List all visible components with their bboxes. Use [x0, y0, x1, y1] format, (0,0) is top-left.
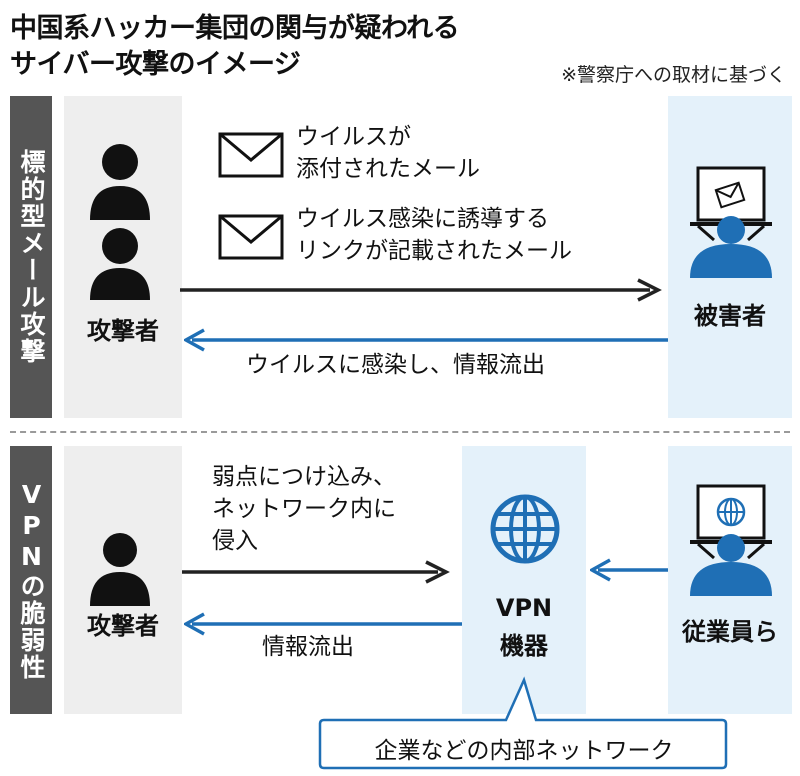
section1-label: 標的型メール攻撃 — [10, 96, 52, 418]
globe-icon — [490, 494, 560, 564]
attack-arrow — [180, 278, 662, 302]
victim-laptop-icon — [690, 166, 772, 278]
employees-label: 従業員ら — [682, 618, 778, 646]
vpn-label-line2: 機器 — [500, 632, 548, 660]
section2-attacker-label: 攻撃者 — [87, 612, 159, 640]
intrusion-arrow — [182, 560, 450, 584]
section2-vpn-panel — [462, 446, 586, 714]
email1-line2: 添付されたメール — [296, 156, 480, 182]
leak-arrow — [184, 328, 668, 352]
victim-label: 被害者 — [694, 302, 766, 330]
employee-laptop-icon — [690, 484, 772, 596]
section2-label: VPNの脆弱性 — [10, 446, 52, 714]
email1-line1: ウイルスが — [296, 124, 411, 150]
section-divider — [10, 431, 790, 433]
exploit-line2: ネットワーク内に — [212, 496, 396, 522]
page-title-line2: サイバー攻撃のイメージ — [10, 49, 301, 80]
network-callout-bubble — [318, 676, 728, 770]
section2-label-text: VPNの脆弱性 — [17, 479, 46, 681]
envelope-icon — [218, 132, 284, 178]
envelope-icon — [218, 214, 284, 260]
section1-label-text: 標的型メール攻撃 — [17, 149, 46, 365]
info-leak-arrow — [184, 612, 462, 636]
vpn-label-line1: VPN — [495, 594, 553, 622]
leak-text: ウイルスに感染し、情報流出 — [246, 352, 545, 378]
page-title-line1: 中国系ハッカー集団の関与が疑われる — [10, 13, 460, 44]
network-label: 企業などの内部ネットワーク — [374, 738, 674, 764]
email2-line1: ウイルス感染に誘導する — [296, 206, 549, 232]
attacker-icon — [90, 533, 150, 606]
section1-attacker-label: 攻撃者 — [87, 317, 159, 345]
exploit-line1: 弱点につけ込み、 — [212, 464, 396, 490]
employee-access-arrow — [590, 558, 668, 582]
source-note: ※警察庁への取材に基づく — [561, 64, 786, 86]
attacker-group-icon — [90, 144, 150, 300]
email2-line2: リンクが記載されたメール — [296, 238, 572, 264]
info-leak-text: 情報流出 — [262, 634, 354, 660]
exploit-line3: 侵入 — [212, 528, 258, 554]
